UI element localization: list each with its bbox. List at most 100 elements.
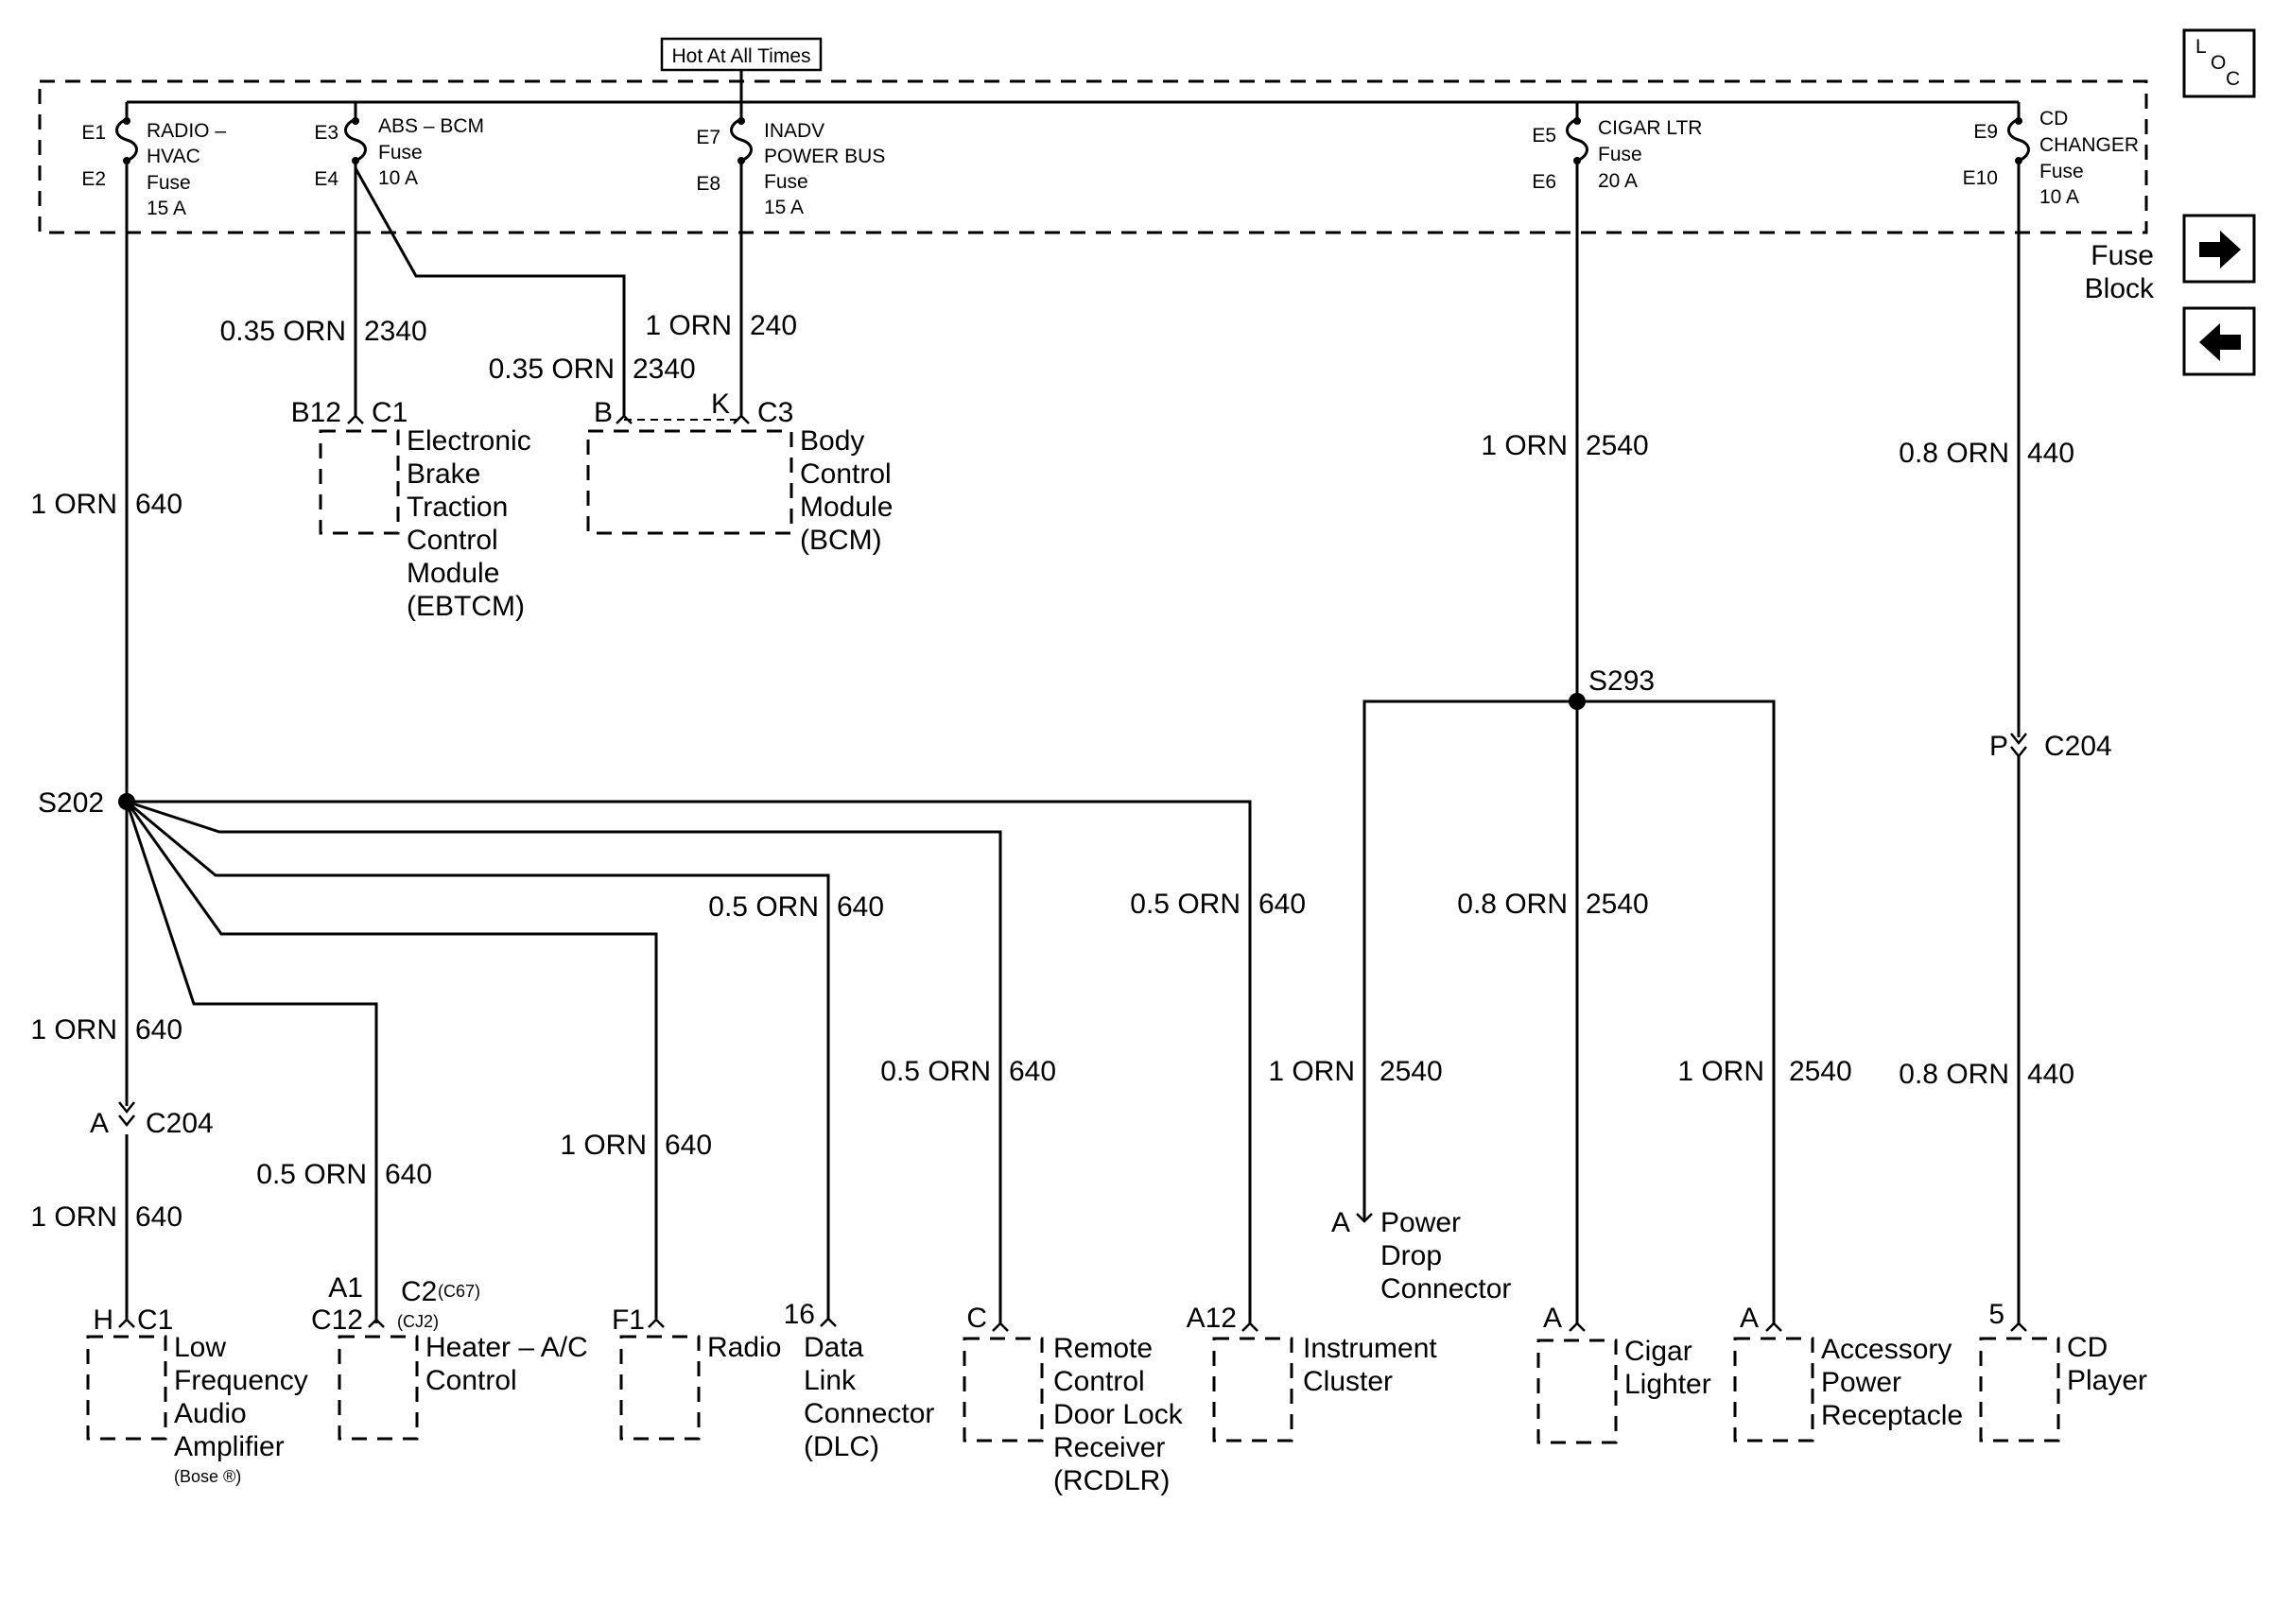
component-label: Audio [174, 1398, 247, 1429]
component-dlc: 16 Data Link Connector (DLC) [784, 1299, 935, 1462]
fuse-abs-bcm: E3 E4 ABS – BCM Fuse 10 A [314, 102, 484, 190]
fuse-out-pin: E6 [1532, 171, 1556, 193]
component-label: Low [174, 1332, 226, 1363]
component-label: Cigar [1624, 1336, 1692, 1367]
fuse-name: Fuse [764, 171, 808, 193]
component-label: Heater – A/C [425, 1332, 588, 1363]
wire-circuit: 440 [2027, 1059, 2074, 1090]
fuse-name: CHANGER [2039, 134, 2139, 156]
fuse-out-pin: E4 [314, 168, 338, 190]
wire-gauge: 0.8 ORN [1899, 438, 2009, 469]
location-button[interactable]: L O C [2182, 28, 2256, 98]
splice-s293: S293 [1569, 665, 1655, 710]
fuse-name: RADIO – [147, 120, 226, 142]
inline-connector-c204-p: P C204 [1989, 731, 2112, 762]
component-label: Brake [407, 458, 480, 490]
component-label: Connector [1380, 1273, 1511, 1304]
wire-circuit: 640 [837, 891, 884, 923]
splice-dot [1569, 693, 1586, 710]
component-label: Control [800, 458, 892, 490]
connector-label: C1 [137, 1304, 173, 1336]
wire-circuit: 2340 [633, 354, 696, 385]
splice-s202: S202 [38, 787, 135, 819]
component-box [86, 1335, 167, 1441]
connector-label: C1 [372, 397, 408, 428]
wire-gauge: 0.5 ORN [1130, 889, 1241, 920]
next-page-button[interactable] [2182, 214, 2256, 284]
component-rcdlr: C Remote Control Door Lock Receiver (RCD… [963, 1303, 1184, 1496]
previous-page-button[interactable] [2182, 306, 2256, 376]
fuse-name: CIGAR LTR [1598, 117, 1702, 139]
component-box [338, 1335, 419, 1441]
pin-label: A [1543, 1303, 1562, 1334]
fuse-radio-hvac: E1 E2 RADIO – HVAC Fuse 15 A [81, 102, 226, 219]
wire-gauge: 0.35 ORN [489, 354, 615, 385]
component-cd-player: 5 CD Player [1979, 1299, 2147, 1443]
component-label: Remote [1053, 1333, 1153, 1364]
splice-dot [118, 793, 135, 810]
fuse-cigar-ltr: E5 E6 CIGAR LTR Fuse 20 A [1532, 102, 1702, 193]
component-instrument-cluster: A12 Instrument Cluster [1187, 1303, 1437, 1443]
inline-connector-c204-a: A C204 [90, 1101, 214, 1139]
component-label: Instrument [1303, 1333, 1437, 1364]
loc-letter-o: O [2211, 52, 2226, 74]
fuse-symbol [344, 117, 367, 163]
component-label: Door Lock [1053, 1399, 1184, 1430]
component-label: CD [2067, 1332, 2108, 1363]
pin-label: C [966, 1303, 987, 1334]
component-ebtcm: B12 C1 Electronic Brake Traction Control… [291, 397, 531, 622]
fuse-name: HVAC [147, 146, 200, 167]
fuse-symbol [2007, 117, 2030, 163]
component-label: Amplifier [174, 1431, 285, 1462]
component-label: Control [407, 525, 498, 556]
component-accessory-power-receptacle: A Accessory Power Receptacle [1733, 1303, 1963, 1443]
hot-at-all-times-box [660, 37, 823, 72]
pin-label: A [1740, 1303, 1759, 1334]
component-label: Control [425, 1365, 517, 1396]
component-label: (EBTCM) [407, 591, 525, 622]
arrow-left-icon [2199, 323, 2241, 361]
component-label: Lighter [1624, 1369, 1711, 1400]
splice-label: S202 [38, 787, 104, 819]
connector-label: C3 [757, 397, 793, 428]
fuse-symbol [730, 117, 753, 163]
wire-gauge: 1 ORN [30, 489, 117, 520]
wire-circuit: 440 [2027, 438, 2074, 469]
wire-gauge: 0.5 ORN [880, 1056, 991, 1087]
fuse-rating: 20 A [1598, 170, 1638, 192]
connector-name: C204 [146, 1108, 214, 1139]
component-box [1212, 1337, 1293, 1443]
component-label: Radio [707, 1332, 781, 1363]
fuse-symbol [1566, 117, 1588, 163]
component-label: Power [1380, 1207, 1461, 1238]
component-box [1979, 1337, 2060, 1443]
component-label: (RCDLR) [1053, 1465, 1170, 1496]
component-label: Module [407, 558, 499, 589]
fuse-inadv-power-bus: E7 E8 INADV POWER BUS Fuse 15 A [696, 102, 885, 218]
fuse-rating: 10 A [2039, 186, 2079, 208]
pin-label: B [594, 397, 613, 428]
fuse-block-title-1: Fuse [2091, 240, 2154, 271]
fuse-in-pin: E5 [1532, 125, 1556, 147]
pin-label: F1 [612, 1304, 645, 1336]
pin-label: K [711, 389, 730, 420]
fuse-block-outline [38, 79, 2148, 234]
component-label: (DLC) [804, 1431, 879, 1462]
fuse-block-title-2: Block [2085, 273, 2155, 304]
connector-pin: P [1989, 731, 2008, 762]
wire-circuit: 2340 [364, 316, 427, 347]
fuse-name: INADV [764, 120, 824, 142]
fuse-symbol [115, 117, 138, 163]
wire-gauge: 1 ORN [645, 310, 732, 341]
fuse-block: Hot At All Times Fuse Block E1 E2 RADIO … [38, 37, 2155, 304]
component-label: Module [800, 492, 893, 523]
component-label: Link [804, 1365, 857, 1396]
wire-circuit: 2540 [1586, 430, 1649, 461]
fuse-out-pin: E2 [81, 168, 106, 190]
fuse-name: CD [2039, 108, 2068, 130]
option-code: (C67) [438, 1282, 480, 1301]
pin-label: A12 [1187, 1303, 1237, 1334]
wire-circuit: 640 [1009, 1056, 1056, 1087]
wire-gauge: 1 ORN [560, 1130, 647, 1161]
